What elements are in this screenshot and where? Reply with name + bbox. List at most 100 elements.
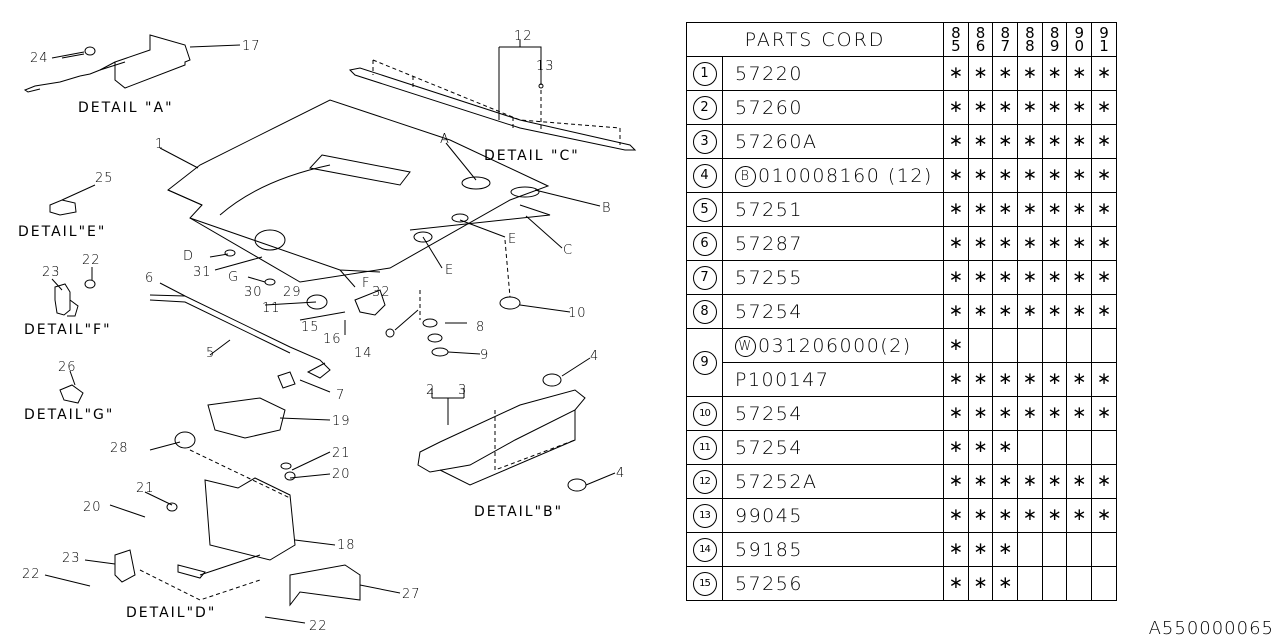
part-code: P100147	[722, 362, 944, 397]
year-cell: ∗	[992, 464, 1019, 499]
item-number-badge: 5	[692, 197, 717, 222]
item-number: 2	[686, 90, 723, 125]
detail-f-drawing	[51, 267, 96, 317]
year-cell: ∗	[967, 90, 994, 125]
applicable-mark: ∗	[1047, 233, 1062, 253]
applicable-mark: ∗	[1022, 97, 1038, 117]
year-cell: ∗	[967, 498, 994, 533]
year-cell: ∗	[992, 430, 1019, 465]
year-cell: ∗	[992, 226, 1019, 261]
part-code-text: 57254	[735, 300, 803, 323]
item-number: 6	[686, 226, 723, 261]
part-code-text: 57254	[735, 402, 803, 425]
svg-text:24: 24	[30, 51, 49, 66]
year-cell: ∗	[1017, 90, 1043, 125]
year-cell: ∗	[992, 90, 1019, 125]
applicable-mark: ∗	[998, 63, 1013, 83]
applicable-mark: ∗	[998, 437, 1013, 457]
applicable-mark: ∗	[948, 573, 963, 593]
part-code: 57255	[722, 260, 944, 295]
item-number: 4	[686, 158, 723, 193]
svg-text:18: 18	[337, 538, 356, 553]
svg-text:A: A	[440, 132, 450, 147]
year-cell: ∗	[1017, 362, 1043, 397]
part-code-text: P100147	[735, 368, 830, 391]
applicable-mark: ∗	[1072, 505, 1087, 525]
part-code: 57220	[722, 56, 944, 91]
applicable-mark: ∗	[1096, 471, 1112, 491]
applicable-mark: ∗	[1022, 505, 1038, 525]
part-code-text: 57254	[735, 436, 803, 459]
year-cell: ∗	[967, 566, 994, 601]
svg-text:13: 13	[536, 59, 555, 74]
year-cell: ∗	[1017, 56, 1043, 91]
applicable-mark: ∗	[1096, 199, 1112, 219]
applicable-mark: ∗	[998, 233, 1013, 253]
applicable-mark: ∗	[998, 131, 1013, 151]
applicable-mark: ∗	[1096, 301, 1112, 321]
year-cell: ∗	[943, 260, 969, 295]
year-cell: ∗	[992, 532, 1019, 567]
item-number: 11	[686, 430, 723, 465]
part-code: 57251	[722, 192, 944, 227]
part-code: 57254	[722, 294, 944, 329]
year-cell: ∗	[1017, 464, 1043, 499]
applicable-mark: ∗	[1072, 131, 1087, 151]
item-number: 12	[686, 464, 723, 499]
year-cell: ∗	[1017, 124, 1043, 159]
svg-text:20: 20	[83, 500, 102, 515]
year-cell: ∗	[943, 532, 969, 567]
year-cell: ∗	[1066, 56, 1093, 91]
item-number-badge: 4	[692, 163, 717, 188]
svg-text:25: 25	[95, 171, 114, 186]
applicable-mark: ∗	[1047, 131, 1062, 151]
year-cell: ∗	[967, 124, 994, 159]
item-number: 14	[686, 532, 723, 567]
part-code-text: 59185	[735, 538, 803, 561]
applicable-mark: ∗	[1096, 369, 1112, 389]
applicable-mark: ∗	[973, 437, 988, 457]
callout-labels: 24 17 12 13 1 A B C E E 25 D 31 G F 32 3…	[22, 29, 624, 634]
applicable-mark: ∗	[948, 301, 963, 321]
part-code-text: 57260	[735, 96, 803, 119]
svg-text:15: 15	[301, 320, 320, 335]
item-number-badge: 14	[692, 538, 717, 562]
applicable-mark: ∗	[973, 131, 988, 151]
year-cell: ∗	[943, 294, 969, 329]
applicable-mark: ∗	[1047, 199, 1062, 219]
year-cell: ∗	[1091, 396, 1117, 431]
svg-text:1: 1	[155, 137, 164, 152]
applicable-mark: ∗	[1072, 301, 1087, 321]
year-cell: ∗	[1041, 90, 1068, 125]
applicable-mark: ∗	[948, 165, 963, 185]
year-cell	[1091, 328, 1117, 363]
detail-a-drawing	[23, 34, 241, 93]
svg-text:14: 14	[354, 346, 373, 361]
year-cell	[1041, 328, 1068, 363]
year-cell: ∗	[1017, 396, 1043, 431]
svg-text:C: C	[563, 243, 573, 258]
diagram-code: A550000065	[1148, 618, 1274, 639]
svg-text:5: 5	[206, 346, 215, 361]
applicable-mark: ∗	[1096, 267, 1112, 287]
year-cell	[1041, 566, 1068, 601]
year-cell: ∗	[943, 90, 969, 125]
year-cell: ∗	[992, 362, 1019, 397]
item-number-badge: 6	[692, 231, 717, 256]
applicable-mark: ∗	[948, 63, 963, 83]
applicable-mark: ∗	[998, 267, 1013, 287]
applicable-mark: ∗	[948, 233, 963, 253]
item-number: 13	[686, 498, 723, 533]
item-number-badge: 11	[692, 436, 717, 460]
year-cell: ∗	[967, 430, 994, 465]
part-code-text: 57220	[735, 62, 803, 85]
item-number-badge: 15	[692, 572, 717, 596]
year-cell: ∗	[1041, 260, 1068, 295]
year-cell	[1091, 430, 1117, 465]
year-cell: ∗	[1041, 226, 1068, 261]
svg-text:9: 9	[480, 348, 489, 363]
year-cell: ∗	[1091, 124, 1117, 159]
